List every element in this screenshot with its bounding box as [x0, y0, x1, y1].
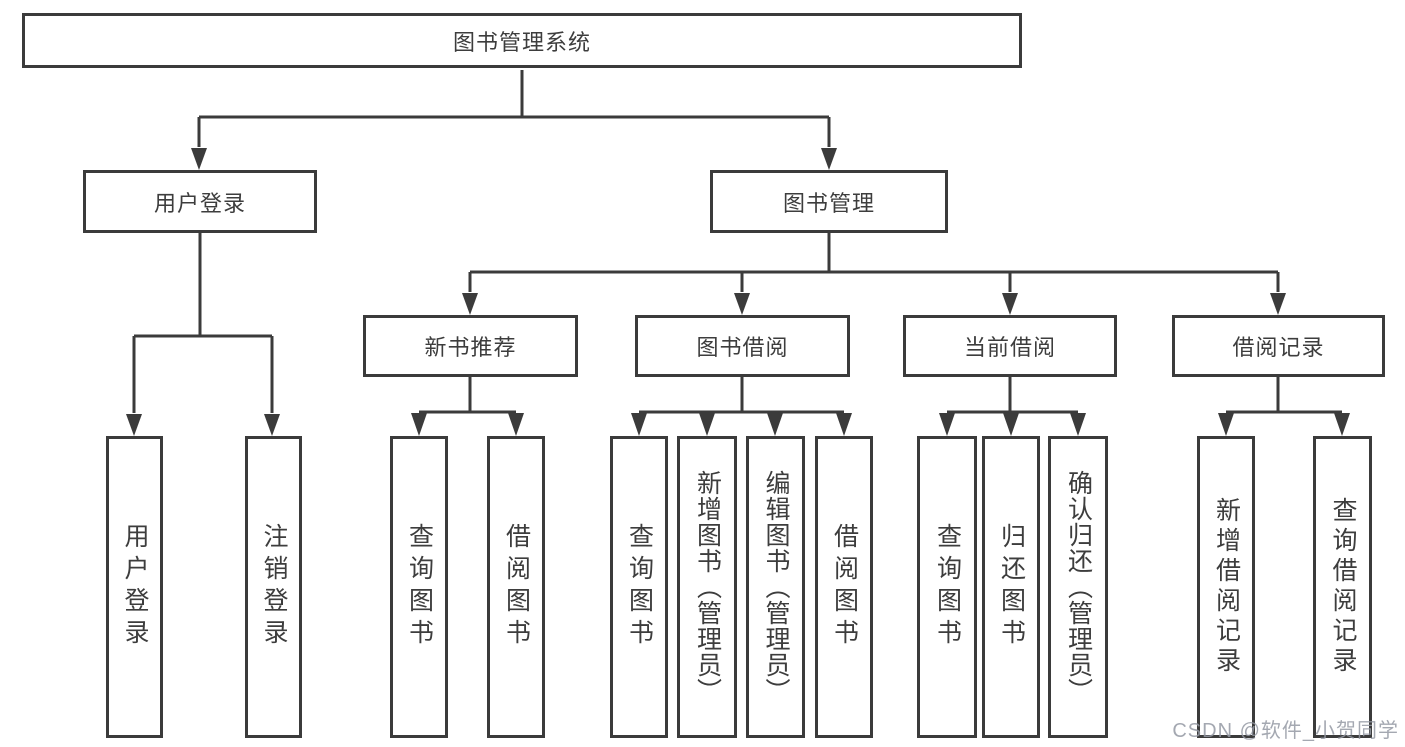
- arrowhead: [411, 413, 427, 436]
- connector-line: [947, 377, 1078, 414]
- node-root-system: 图书管理系统: [22, 13, 1022, 68]
- node-logout: 注销登录: [245, 436, 302, 738]
- node-return-books: 归还图书: [982, 436, 1040, 738]
- arrowhead: [734, 293, 750, 315]
- node-label: 查询图书: [933, 523, 962, 651]
- node-label: 用户登录: [121, 523, 149, 651]
- node-label: 用户登录: [153, 190, 246, 216]
- node-label: 图书管理: [782, 190, 875, 216]
- node-new-book-recommend: 新书推荐: [363, 315, 578, 377]
- node-query-books-3: 查询图书: [917, 436, 977, 738]
- connector-user-login-children: [126, 233, 280, 436]
- node-label: 新增借阅记录: [1212, 497, 1241, 677]
- arrowhead: [264, 414, 280, 436]
- node-user-login-leaf: 用户登录: [106, 436, 163, 738]
- node-query-borrow-record: 查询借阅记录: [1313, 436, 1372, 738]
- node-add-borrow-record: 新增借阅记录: [1197, 436, 1255, 738]
- connector-line: [1226, 377, 1342, 414]
- arrowhead: [1218, 413, 1234, 436]
- node-label: 确认归还（管理员）: [1064, 470, 1093, 704]
- node-label: 归还图书: [997, 523, 1026, 651]
- connector-borrow-records-children: [1218, 377, 1350, 436]
- node-query-books-1: 查询图书: [390, 436, 448, 738]
- arrowhead: [699, 413, 715, 436]
- node-label: 当前借阅: [963, 335, 1056, 360]
- node-user-login: 用户登录: [83, 170, 317, 233]
- connector-book-borrow-children: [631, 377, 852, 436]
- node-label: 新增图书（管理员）: [693, 470, 722, 704]
- arrowhead: [191, 148, 207, 170]
- node-label: 查询借阅记录: [1329, 497, 1357, 677]
- arrowhead: [1002, 293, 1018, 315]
- node-book-management: 图书管理: [710, 170, 948, 233]
- arrowhead: [1070, 413, 1086, 436]
- arrowhead: [631, 413, 647, 436]
- node-borrow-books-1: 借阅图书: [487, 436, 545, 738]
- arrowhead: [821, 148, 837, 170]
- connector-line: [419, 377, 516, 414]
- connector-line: [639, 377, 844, 414]
- connector-current-borrow-children: [939, 377, 1086, 436]
- node-edit-books-admin: 编辑图书（管理员）: [746, 436, 805, 738]
- node-borrow-records: 借阅记录: [1172, 315, 1385, 377]
- node-label: 借阅记录: [1232, 335, 1325, 360]
- node-borrow-books-2: 借阅图书: [815, 436, 873, 738]
- arrowhead: [462, 293, 478, 315]
- connector-line: [197, 70, 831, 147]
- node-label: 借阅图书: [502, 523, 531, 651]
- arrowhead: [836, 413, 852, 436]
- arrowhead: [508, 413, 524, 436]
- connector-new-book-children: [411, 377, 524, 436]
- node-book-borrow: 图书借阅: [635, 315, 850, 377]
- node-label: 编辑图书（管理员）: [762, 470, 790, 704]
- node-label: 查询图书: [405, 523, 434, 651]
- node-current-borrow: 当前借阅: [903, 315, 1117, 377]
- arrowhead: [1270, 293, 1286, 315]
- arrowhead: [939, 413, 955, 436]
- node-label: 借阅图书: [830, 523, 859, 651]
- node-label: 图书管理系统: [452, 29, 591, 55]
- node-label: 注销登录: [260, 523, 288, 651]
- node-confirm-return-admin: 确认归还（管理员）: [1048, 436, 1108, 738]
- connector-line: [468, 233, 1280, 292]
- connector-root-to-level2: [191, 70, 837, 170]
- connector-book-management-children: [462, 233, 1286, 315]
- arrowhead: [1334, 413, 1350, 436]
- arrowhead: [1003, 413, 1019, 436]
- arrowhead: [126, 414, 142, 436]
- node-label: 新书推荐: [424, 335, 517, 360]
- node-label: 图书借阅: [696, 335, 789, 360]
- node-add-books-admin: 新增图书（管理员）: [677, 436, 737, 738]
- node-query-books-2: 查询图书: [610, 436, 668, 738]
- node-label: 查询图书: [625, 523, 654, 651]
- csdn-watermark: CSDN @软件_小贺同学: [1172, 720, 1399, 742]
- connector-line: [132, 233, 274, 413]
- arrowhead: [767, 413, 783, 436]
